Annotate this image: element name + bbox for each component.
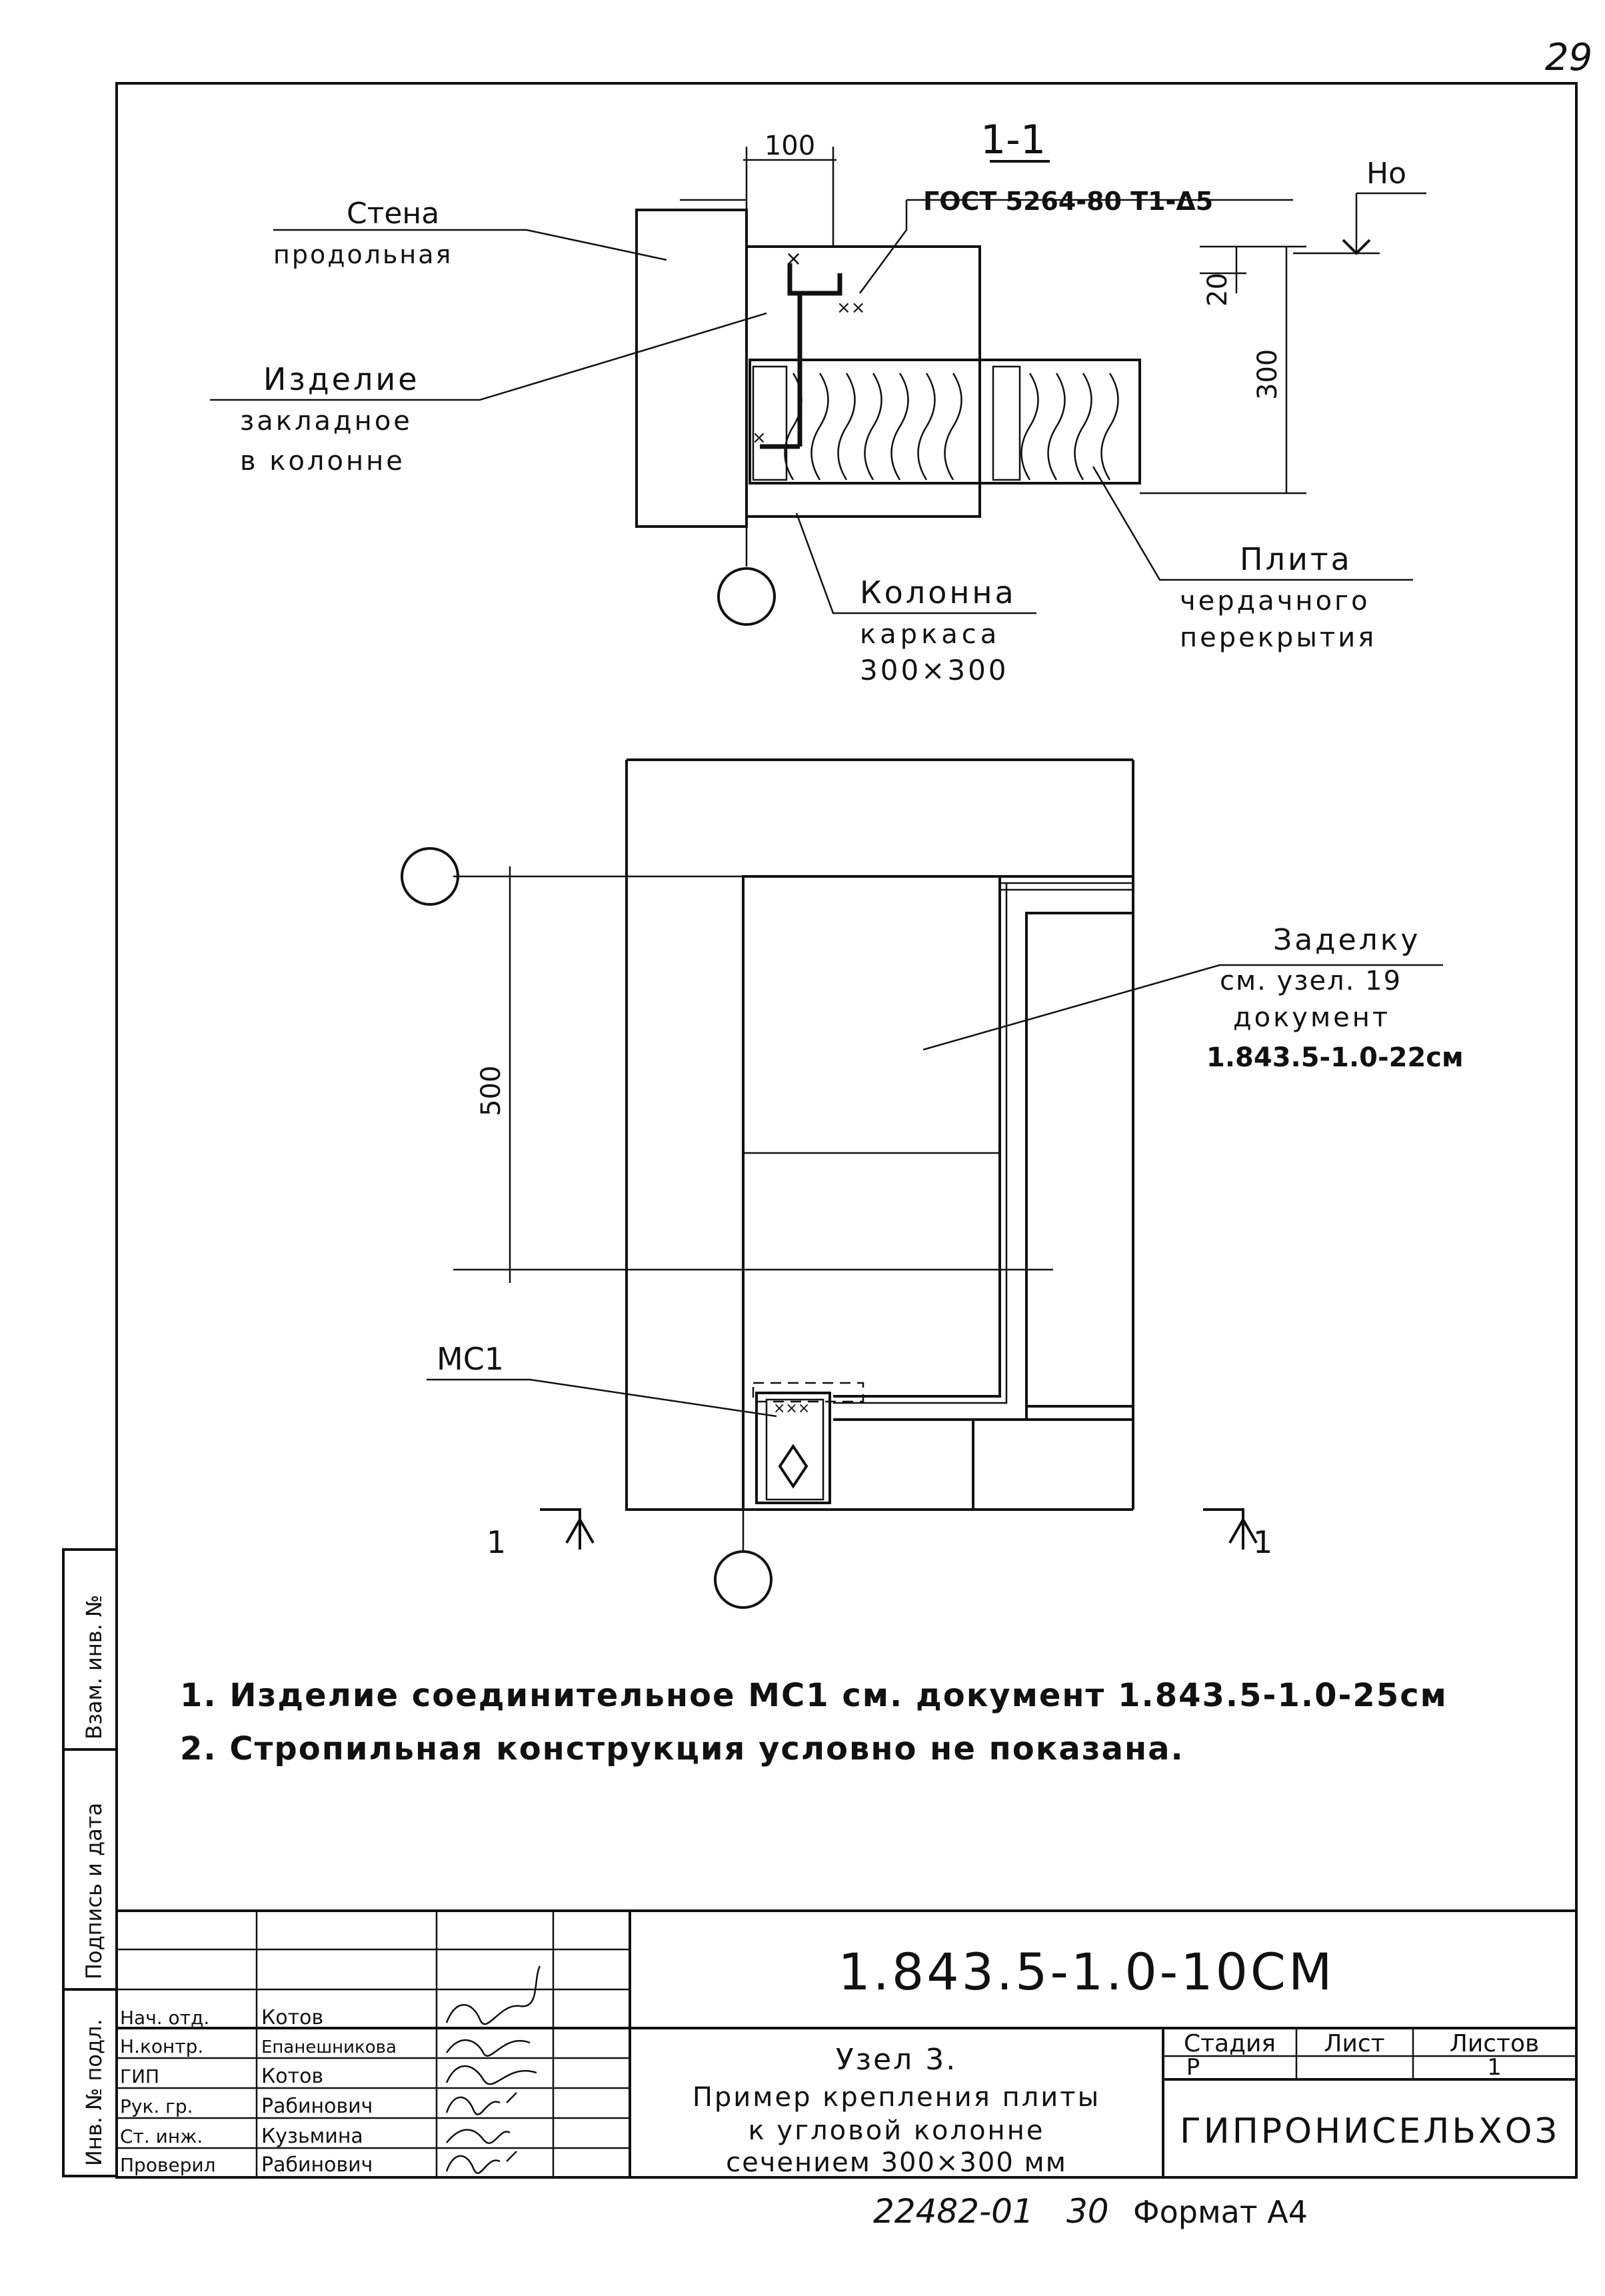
grout-label-3: документ bbox=[1233, 1002, 1390, 1033]
signer-role-6: Проверил bbox=[120, 2154, 216, 2176]
stamp-inv-podl: Инв. № подл. bbox=[81, 2019, 107, 2166]
level-mark: Но bbox=[1366, 157, 1406, 191]
weld-callout: ГОСТ 5264-80 Т1-Δ5 bbox=[923, 187, 1213, 216]
sheets-header: Листов bbox=[1450, 2030, 1539, 2057]
signer-name-4: Рабинович bbox=[261, 2095, 373, 2118]
slab-label-1: Плита bbox=[1240, 541, 1352, 577]
embed-label-2: закладное bbox=[240, 406, 413, 437]
footer-format: Формат А4 bbox=[1133, 2194, 1308, 2230]
slab-label-2: чердачного bbox=[1180, 586, 1370, 616]
wall-label-2: продольная bbox=[273, 240, 453, 269]
organization: ГИПРОНИСЕЛЬХОЗ bbox=[1180, 2111, 1560, 2151]
signer-name-3: Котов bbox=[261, 2065, 323, 2088]
grout-label-2: см. узел. 19 bbox=[1220, 966, 1402, 996]
column-label-2: каркаса bbox=[860, 619, 1000, 650]
cut-mark-right: 1 bbox=[1253, 1524, 1272, 1560]
svg-text:××: ×× bbox=[836, 298, 866, 318]
note-2: 2. Стропильная конструкция условно не по… bbox=[180, 1730, 1184, 1767]
signer-name-6: Рабинович bbox=[261, 2153, 373, 2177]
signer-name-5: Кузьмина bbox=[261, 2125, 363, 2148]
column-label-3: 300×300 bbox=[860, 654, 1009, 686]
footer-doc-number: 22482-01 bbox=[873, 2192, 1034, 2231]
page-number: 29 bbox=[1545, 36, 1592, 79]
title-block: Нач. отд. Котов Н.контр. Епанешникова ГИ… bbox=[115, 1909, 1578, 2179]
signer-role-3: ГИП bbox=[120, 2065, 159, 2087]
grout-label-4: 1.843.5-1.0-22см bbox=[1206, 1042, 1464, 1073]
drawing-frame bbox=[115, 82, 1578, 2179]
column-label-1: Колонна bbox=[860, 574, 1016, 610]
mc1-label: МС1 bbox=[437, 1341, 504, 1377]
svg-text:×××: ××× bbox=[773, 1400, 810, 1417]
signer-name-1: Котов bbox=[261, 2006, 323, 2029]
doc-code: 1.843.5-1.0-10СМ bbox=[838, 1942, 1334, 2001]
signer-name-2: Епанешникова bbox=[261, 2037, 397, 2057]
section-title: 1-1 bbox=[980, 117, 1046, 163]
stage-value: Р bbox=[1186, 2054, 1200, 2081]
signer-role-2: Н.контр. bbox=[120, 2035, 203, 2057]
slab-label-3: перекрытия bbox=[1180, 622, 1376, 653]
dim-300: 300 bbox=[1252, 349, 1283, 400]
section-1-1: 1-1 100 ГОСТ 5264-80 Т1-Δ5 Но × ×× × bbox=[210, 117, 1426, 686]
dim-20: 20 bbox=[1202, 273, 1233, 307]
svg-text:×: × bbox=[785, 247, 802, 271]
signer-role-1: Нач. отд. bbox=[120, 2007, 209, 2029]
dim-500: 500 bbox=[476, 1066, 507, 1116]
sheets-value: 1 bbox=[1487, 2054, 1502, 2081]
title-line-2: Пример крепления плиты bbox=[693, 2082, 1100, 2113]
dim-100: 100 bbox=[765, 131, 815, 161]
svg-text:×: × bbox=[752, 428, 767, 448]
plan-view: ××× 500 Заделку см. узел. 19 документ 1.… bbox=[401, 758, 1464, 1609]
signer-role-4: Рук. гр. bbox=[120, 2095, 193, 2117]
wall-label-1: Стена bbox=[347, 197, 439, 231]
footer-copy: 30 bbox=[1066, 2192, 1109, 2231]
signer-role-5: Ст. инж. bbox=[120, 2125, 203, 2147]
title-line-4: сечением 300×300 мм bbox=[726, 2147, 1067, 2178]
sheet-header: Лист bbox=[1324, 2030, 1384, 2057]
cut-mark-left: 1 bbox=[487, 1524, 506, 1560]
stage-header: Стадия bbox=[1184, 2030, 1276, 2057]
note-1: 1. Изделие соединительное МС1 см. докуме… bbox=[180, 1677, 1448, 1714]
embed-label-1: Изделие bbox=[263, 361, 420, 397]
title-line-3: к угловой колонне bbox=[749, 2115, 1045, 2146]
grout-label-1: Заделку bbox=[1273, 923, 1420, 957]
title-line-1: Узел 3. bbox=[836, 2043, 957, 2077]
embed-label-3: в колонне bbox=[240, 446, 405, 477]
stamp-podpis-data: Подпись и дата bbox=[81, 1803, 107, 1979]
signatures bbox=[445, 1965, 541, 2174]
side-stamp: Инв. № подл. Подпись и дата Взам. инв. № bbox=[62, 1548, 118, 2177]
stamp-vzam-inv: Взам. инв. № bbox=[81, 1595, 107, 1739]
